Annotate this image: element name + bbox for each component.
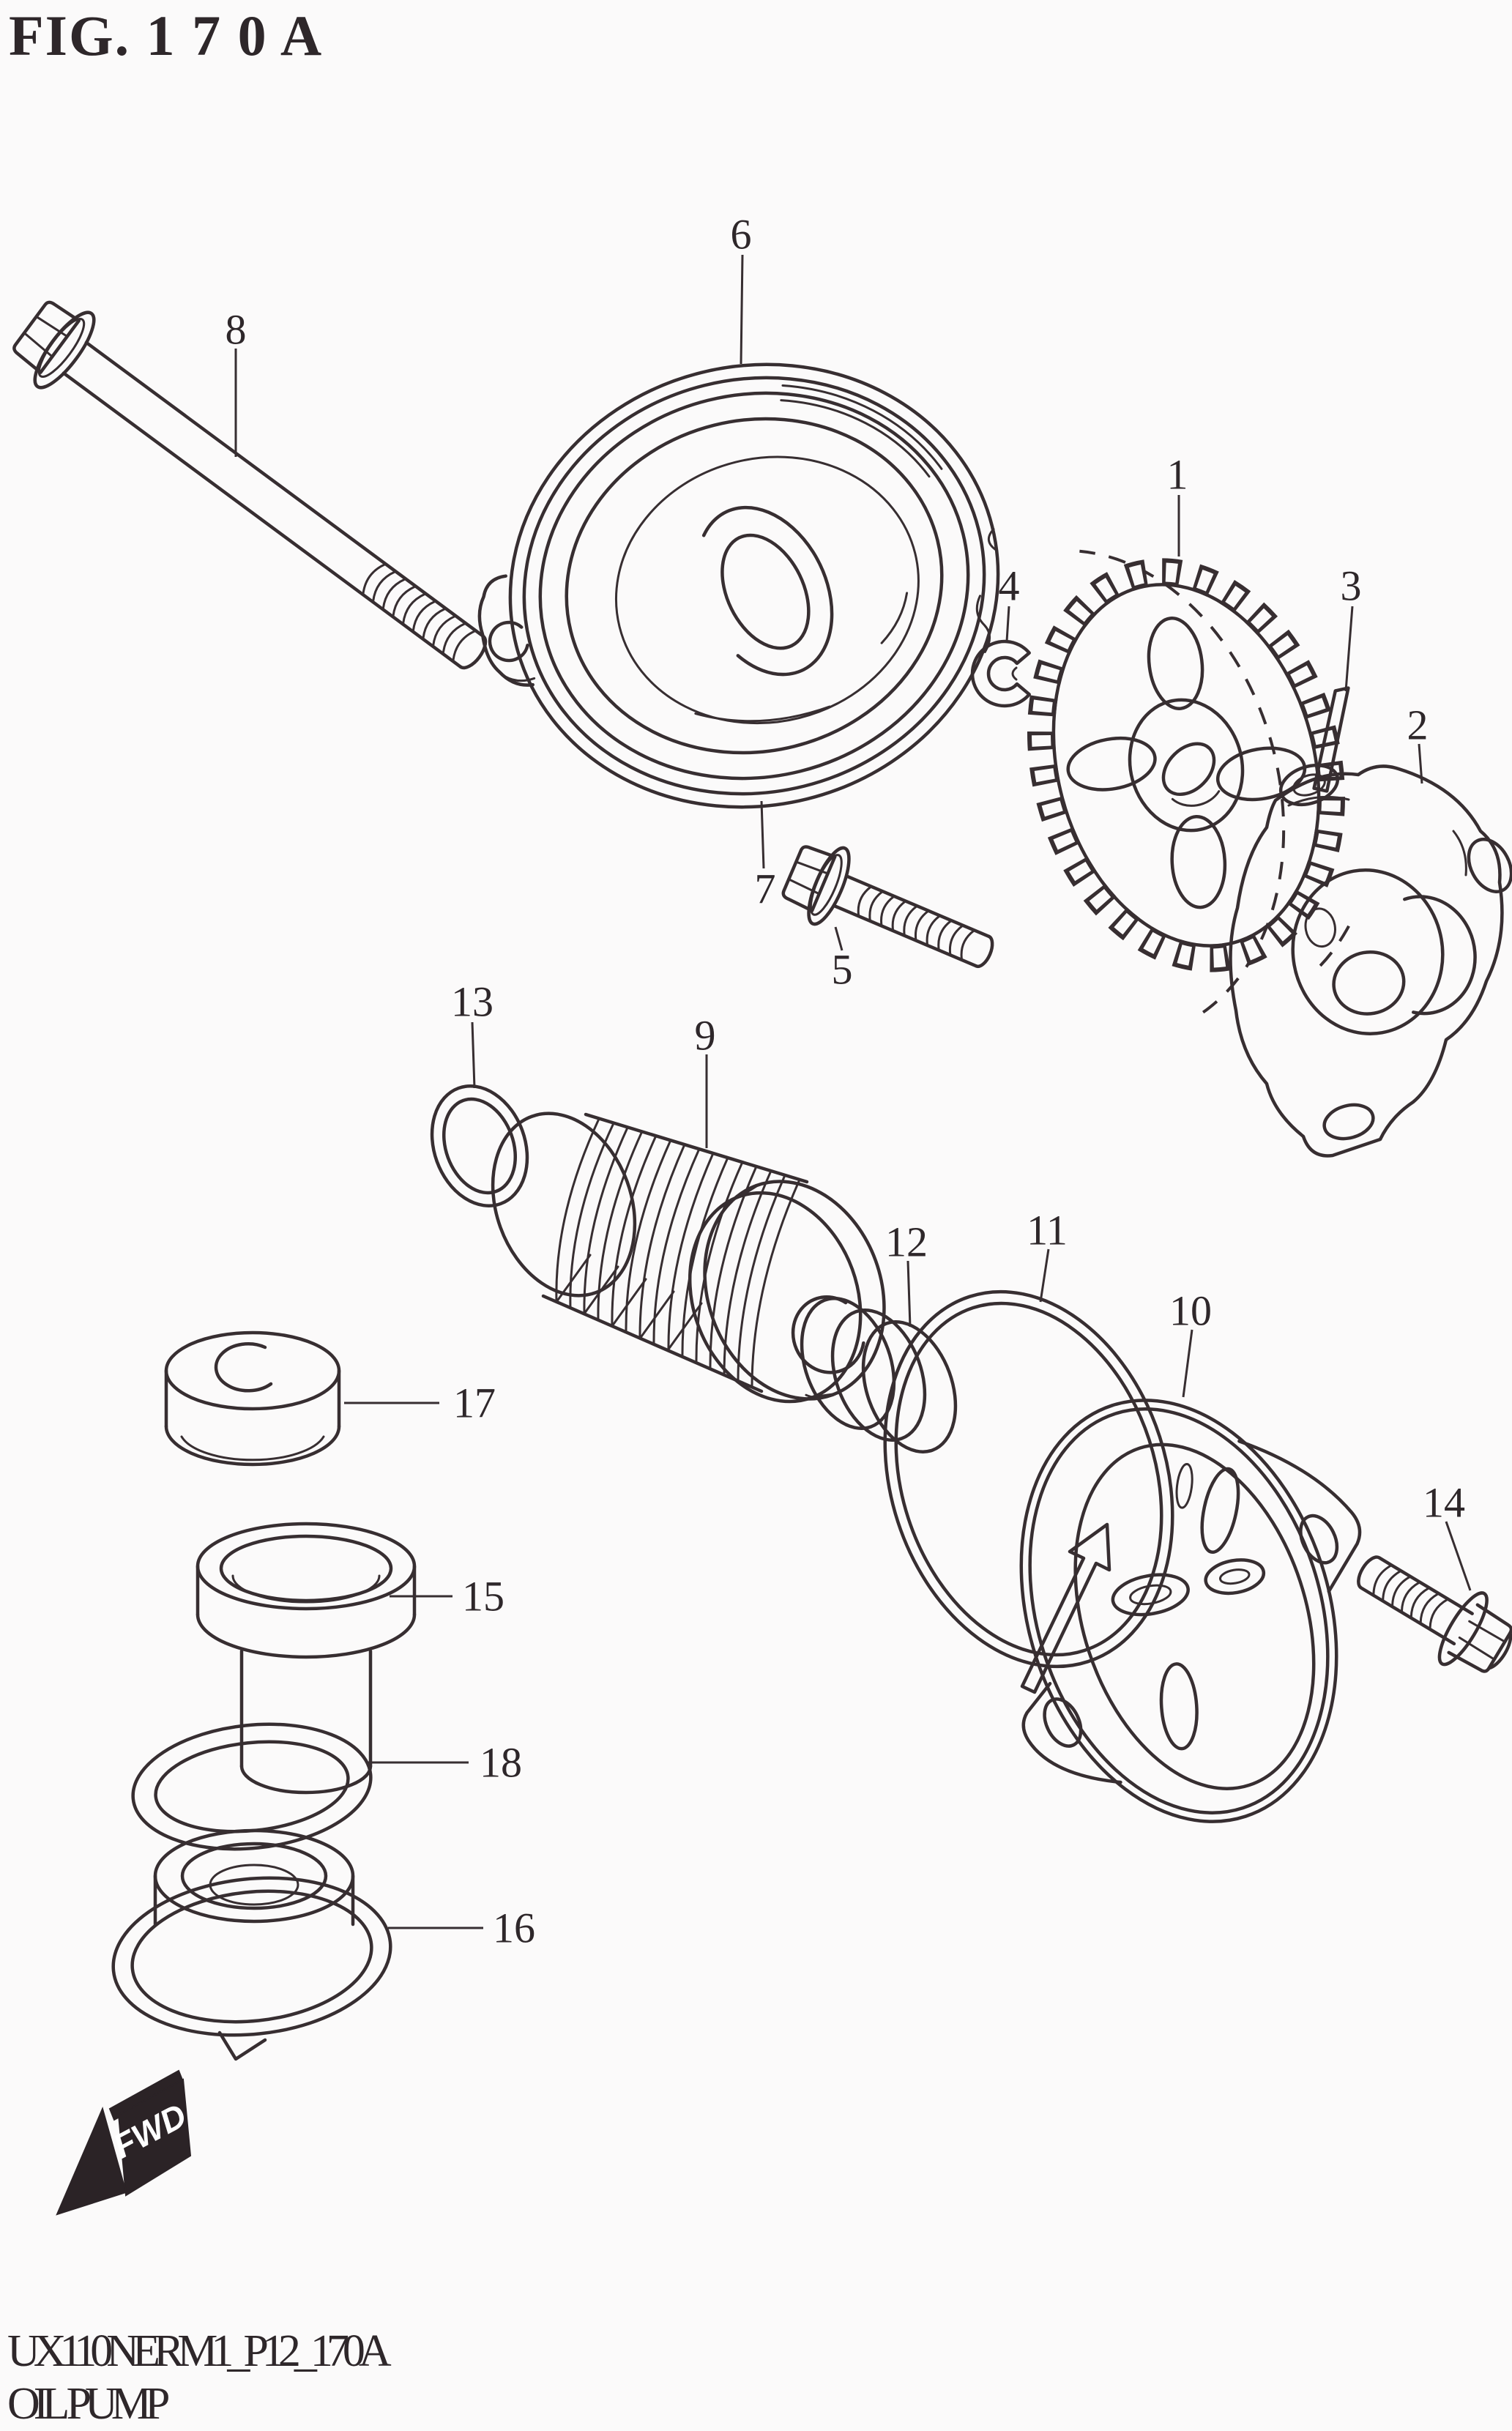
bolt-short-part5 <box>781 845 994 969</box>
callout-leader-13 <box>471 1021 476 1089</box>
o-ring-part13 <box>430 1084 529 1207</box>
cover-hub <box>701 505 834 677</box>
callout-label-6: 6 <box>731 211 752 258</box>
gear-hub <box>1128 698 1245 833</box>
callout-leader-4 <box>1005 606 1010 642</box>
callout-label-13: 13 <box>451 978 494 1026</box>
callout-label-18: 18 <box>480 1739 522 1787</box>
strainer-mesh <box>555 1117 801 1388</box>
pump-gear-part1 <box>1027 549 1352 1014</box>
callout-label-3: 3 <box>1341 562 1362 610</box>
fwd-face <box>117 2078 192 2197</box>
pump-case-cover-part6 <box>477 362 1000 809</box>
callout-label-5: 5 <box>832 946 853 994</box>
callout-leader-5 <box>834 926 843 951</box>
oil-strainer-part9 <box>491 1112 886 1404</box>
callout-label-8: 8 <box>226 306 247 354</box>
callout-label-9: 9 <box>695 1012 716 1060</box>
callout-leader-7 <box>760 800 765 869</box>
bolt-part14 <box>1357 1555 1512 1673</box>
callout-label-16: 16 <box>493 1905 535 1952</box>
pin-part3 <box>1312 686 1350 793</box>
pump-body-bore <box>1291 868 1477 1035</box>
callout-leader-12 <box>906 1260 912 1328</box>
e-clip-part4 <box>970 639 1031 708</box>
callout-leader-2 <box>1418 743 1423 784</box>
strainer-cap-part16 <box>111 1828 392 2061</box>
bolt-long-part8 <box>12 300 488 670</box>
callout-label-2: 2 <box>1407 701 1429 749</box>
callout-leader-3 <box>1344 606 1354 692</box>
callout-label-17: 17 <box>453 1380 496 1427</box>
callout-leader-10 <box>1182 1329 1193 1398</box>
fwd-arrow: FWD <box>56 2069 193 2216</box>
callout-label-11: 11 <box>1027 1207 1068 1254</box>
callout-label-10: 10 <box>1169 1287 1212 1335</box>
drawing-caption: OIL PUMP <box>7 2379 170 2429</box>
oil-pump-plate-part10 <box>1019 1399 1362 1823</box>
callout-leaders <box>234 254 1472 1929</box>
oil-pump-body-part2 <box>1229 763 1512 1158</box>
spring-seat-part15 <box>195 1522 417 1795</box>
callout-label-14: 14 <box>1423 1479 1465 1527</box>
callout-label-15: 15 <box>462 1573 504 1620</box>
callout-leader-14 <box>1445 1521 1472 1591</box>
fwd-arrowhead <box>56 2107 127 2216</box>
callout-leader-11 <box>1039 1248 1050 1303</box>
callout-label-7: 7 <box>755 865 776 913</box>
drawing-code: UX110NERM1_P12_170A <box>7 2326 392 2376</box>
o-ring-part18 <box>131 1722 373 1851</box>
figure-title: FIG. 1 7 0 A <box>9 4 324 67</box>
callout-labels: 1 2 3 4 5 6 7 8 9 10 11 12 13 14 15 16 1… <box>226 211 1466 1952</box>
callout-label-12: 12 <box>885 1218 928 1266</box>
cap-part17 <box>164 1330 341 1467</box>
callout-label-4: 4 <box>999 562 1020 610</box>
callout-label-1: 1 <box>1167 451 1188 499</box>
strainer-cap <box>688 1180 886 1404</box>
callout-leader-6 <box>740 254 744 365</box>
spring-part12 <box>800 1297 958 1453</box>
plate-orientation-arrow <box>1020 1522 1111 1694</box>
